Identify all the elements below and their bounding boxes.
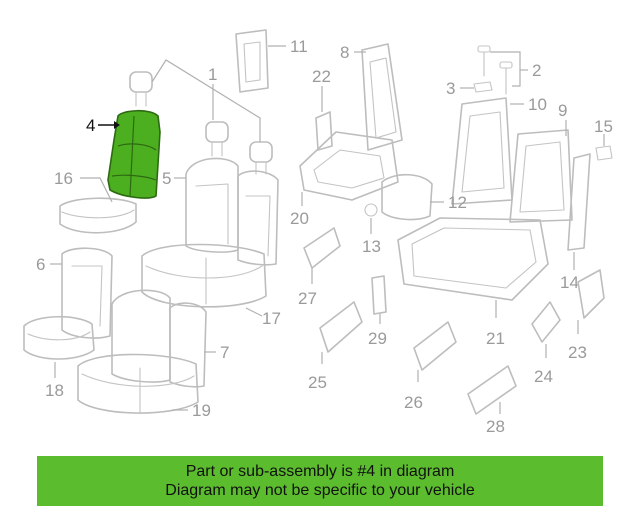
callout-20[interactable]: 20 <box>290 209 309 228</box>
parts-diagram: 4 1 5 16 17 <box>23 29 613 436</box>
part-5-seat-back[interactable] <box>185 157 279 266</box>
callout-10[interactable]: 10 <box>528 95 547 114</box>
callout-22[interactable]: 22 <box>312 67 331 86</box>
callout-4-label: 4 <box>86 116 95 135</box>
part-15-clip[interactable] <box>595 134 613 161</box>
part-18-seat-cushion[interactable] <box>23 315 95 378</box>
callout-9[interactable]: 9 <box>558 101 567 120</box>
part-21-seat-base[interactable] <box>397 217 549 318</box>
callout-2[interactable]: 2 <box>532 61 541 80</box>
banner-line-1: Part or sub-assembly is #4 in diagram <box>185 463 455 480</box>
part-27-bracket[interactable] <box>303 227 341 284</box>
banner-line-2: Diagram may not be specific to your vehi… <box>165 482 475 499</box>
callout-27[interactable]: 27 <box>298 289 317 308</box>
callout-18[interactable]: 18 <box>45 381 64 400</box>
part-28-bracket[interactable] <box>467 365 517 415</box>
part-13-knob[interactable] <box>364 203 378 234</box>
part-6-seat-back[interactable] <box>50 247 113 339</box>
callout-14[interactable]: 14 <box>560 273 579 292</box>
callout-11[interactable]: 11 <box>290 37 308 56</box>
part-25-bracket[interactable] <box>319 301 363 364</box>
part-20-seat-frame[interactable] <box>299 131 399 206</box>
callout-8[interactable]: 8 <box>340 43 349 62</box>
part-17-bench-cushion[interactable] <box>141 243 267 317</box>
callout-19[interactable]: 19 <box>192 401 211 420</box>
part-29-clip[interactable] <box>371 275 387 324</box>
callout-1[interactable]: 1 <box>208 65 217 84</box>
callout-6[interactable]: 6 <box>36 255 45 274</box>
part-1-headrests[interactable] <box>129 59 273 175</box>
callout-29[interactable]: 29 <box>368 329 387 348</box>
callout-26[interactable]: 26 <box>404 393 423 412</box>
part-9-seat-back-frame[interactable] <box>509 120 573 223</box>
callout-16[interactable]: 16 <box>54 169 73 188</box>
callout-21[interactable]: 21 <box>486 329 505 348</box>
info-banner: Part or sub-assembly is #4 in diagram Di… <box>37 456 603 506</box>
part-26-bracket[interactable] <box>413 321 457 382</box>
part-3-clip[interactable] <box>460 81 493 93</box>
callout-25[interactable]: 25 <box>308 373 327 392</box>
svg-text:5: 5 <box>162 169 171 188</box>
callout-7[interactable]: 7 <box>220 343 229 362</box>
part-24-cover[interactable] <box>531 301 561 358</box>
callout-5[interactable]: 5 <box>162 169 186 188</box>
part-2-bolts[interactable] <box>477 45 528 95</box>
part-23-bracket[interactable] <box>577 269 605 334</box>
part-16-seat-cushion[interactable] <box>59 177 137 234</box>
callout-17[interactable]: 17 <box>262 309 281 328</box>
part-11-bracket[interactable] <box>235 29 286 93</box>
part-7-seat-back[interactable] <box>111 289 216 388</box>
callout-13[interactable]: 13 <box>362 237 381 256</box>
part-22-hinge[interactable] <box>315 86 333 151</box>
callout-24[interactable]: 24 <box>534 367 553 386</box>
part-12-cover[interactable] <box>381 173 444 221</box>
callout-12[interactable]: 12 <box>448 193 467 212</box>
part-8-seat-frame[interactable] <box>354 43 403 151</box>
callout-4[interactable]: 4 <box>86 116 120 135</box>
part-14-trim[interactable] <box>567 153 591 270</box>
callout-15[interactable]: 15 <box>594 117 613 136</box>
callout-3[interactable]: 3 <box>446 79 455 98</box>
callout-28[interactable]: 28 <box>486 417 505 436</box>
part-4-seat-back-highlighted[interactable] <box>107 109 161 199</box>
callout-23[interactable]: 23 <box>568 343 587 362</box>
part-19-bench-cushion[interactable] <box>77 353 199 414</box>
